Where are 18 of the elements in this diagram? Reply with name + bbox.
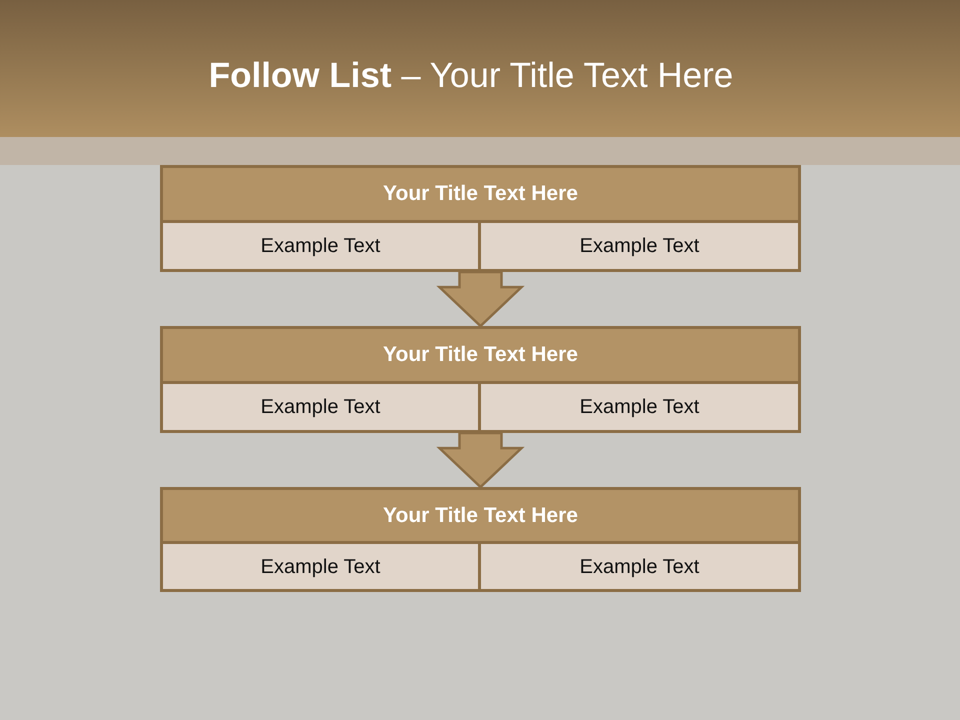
example-text: Example Text: [580, 395, 700, 419]
example-text: Example Text: [260, 554, 380, 578]
example-text: Example Text: [580, 234, 700, 258]
list-section-frame: [160, 165, 801, 272]
list-section-frame: [160, 487, 801, 592]
down-arrow: [436, 270, 525, 328]
example-text: Example Text: [580, 554, 700, 578]
example-text: Example Text: [260, 395, 380, 419]
down-arrow: [436, 432, 525, 489]
example-text: Example Text: [260, 234, 380, 258]
list-section-frame: [160, 326, 801, 433]
section-title: Your Title Text Here: [383, 502, 578, 528]
section-header-bar: [163, 329, 798, 384]
section-header-bar: [163, 168, 798, 223]
section-title: Your Title Text Here: [383, 342, 578, 368]
slide-title: Follow List – Your Title Text Here: [208, 55, 734, 97]
section-header-bar: [163, 490, 798, 544]
section-title: Your Title Text Here: [383, 181, 578, 207]
